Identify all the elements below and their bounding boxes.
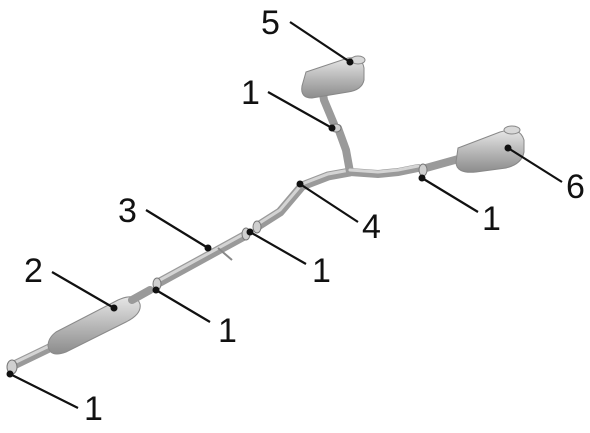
leader-dot-part-5: [346, 58, 354, 66]
right-muffler-part: [418, 125, 525, 177]
leader-part-2: [51, 271, 115, 309]
leader-dot-part-1-mid: [246, 228, 254, 236]
leader-dot-part-6: [504, 144, 512, 152]
leader-part-1-right: [421, 177, 479, 213]
leader-dot-part-2: [110, 304, 118, 312]
callout-part-1-lower: 1: [218, 312, 237, 350]
leader-dot-part-1-right: [418, 174, 426, 182]
leader-part-4: [299, 183, 359, 223]
callout-labels: 5 1 6 1 4 3 1 2 1 1: [24, 4, 585, 428]
front-pipe-resonator-part: [6, 286, 154, 375]
intermediate-pipe-part: [152, 227, 251, 291]
leader-dot-part-1-lower: [152, 286, 160, 294]
leader-dot-part-3: [204, 244, 212, 252]
callout-part-6: 6: [566, 168, 585, 206]
leader-part-5: [289, 21, 351, 63]
callout-part-1-mid: 1: [312, 252, 331, 290]
upper-muffler-part: [301, 55, 366, 133]
leader-part-1-front: [9, 373, 79, 409]
leader-dot-part-4: [296, 180, 304, 188]
callout-part-2: 2: [24, 252, 43, 290]
leader-part-1-upper: [267, 91, 333, 129]
callout-part-1-upper: 1: [241, 74, 260, 112]
leader-part-6: [507, 147, 563, 183]
callout-part-4: 4: [362, 208, 381, 246]
leader-part-1-mid: [249, 231, 307, 265]
callout-part-3: 3: [118, 192, 137, 230]
leader-part-3: [145, 209, 209, 249]
callout-part-1-right: 1: [482, 200, 501, 238]
y-pipe-part: [252, 124, 422, 234]
leader-part-1-lower: [155, 289, 211, 323]
callout-part-5: 5: [261, 4, 280, 42]
callout-part-1-front: 1: [84, 390, 103, 428]
leader-lines: [6, 21, 563, 409]
leader-dot-part-1-front: [6, 370, 14, 378]
leader-dot-part-1-upper: [328, 124, 336, 132]
